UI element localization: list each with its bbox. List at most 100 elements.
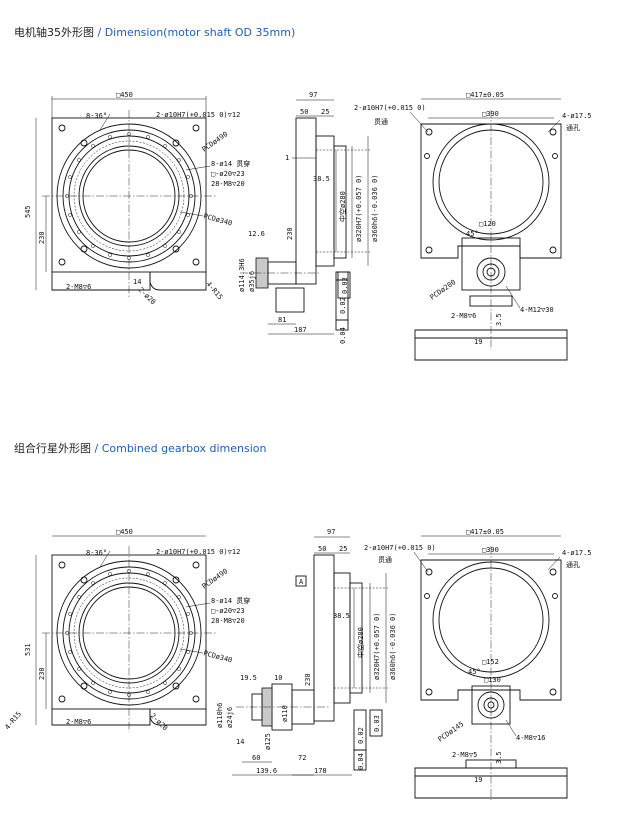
- dim-offset-2: 230: [38, 667, 46, 680]
- dim-50: 50: [300, 108, 308, 116]
- label-cbore2-2: □-ø20▽23: [211, 607, 245, 615]
- label-pin-2: 2-ø10H7(+0.015 0)▽12: [156, 548, 240, 556]
- label-ang-2: 45°: [468, 668, 481, 676]
- label-thru-2: 贯通: [378, 555, 392, 564]
- dim-38-5-2: 38.5: [333, 612, 350, 620]
- dim-130: □130: [484, 676, 501, 684]
- dim-bore-280: 中空ø280: [338, 191, 347, 222]
- dim-38-5: 38.5: [313, 175, 330, 183]
- label-pcd-2: PCDø145: [437, 720, 466, 743]
- dim-bore-280-2: 中空ø280: [356, 627, 365, 658]
- tol-0-03-2: 0.03: [373, 715, 381, 732]
- label-pcd2-2: PCDø340: [202, 649, 233, 664]
- dim-dia110: ø110h6: [216, 703, 224, 728]
- tol-0-02-2: 0.02: [357, 727, 365, 744]
- dim-width: □450: [116, 91, 133, 99]
- section-1-front-view: □450: [24, 91, 250, 306]
- label-hole2: 通孔: [566, 123, 580, 132]
- label-hole: 4-ø17.5: [562, 112, 592, 120]
- label-tap2-2: 2-ø20: [149, 712, 170, 733]
- label-top-pin: 2-ø10H7(+0.015 0): [354, 104, 426, 112]
- dim-height-2: 531: [24, 643, 32, 656]
- dim-od-360: ø360h6(-0.036 0): [371, 175, 379, 242]
- dim-dia110b: ø110: [281, 705, 289, 722]
- dim-height: 545: [24, 205, 32, 218]
- dim-81: 81: [278, 316, 286, 324]
- dim-390: □390: [482, 110, 499, 118]
- dim-dia35: ø35j6: [248, 271, 256, 292]
- dim-178: 178: [314, 767, 327, 775]
- dim-97-2: 97: [327, 528, 335, 536]
- label-cbore2: □-ø20▽23: [211, 170, 245, 178]
- label-pin: 2-ø10H7(+0.015 0)▽12: [156, 111, 240, 119]
- section-2-side-view: 97 50 25 A 38.5 中空ø280 ø320H7(+0.057 0) …: [216, 528, 397, 776]
- section-2-title-zh: 组合行星外形图: [14, 442, 91, 455]
- dim-25-2: 25: [339, 545, 347, 553]
- section-1-title-zh: 电机轴35外形图: [14, 26, 94, 39]
- label-angle-2: 8-36°: [86, 549, 107, 557]
- bolt-ring-holes-2: [65, 569, 193, 697]
- label-edge: 4-R15: [204, 280, 224, 301]
- label-thru: 贯通: [374, 117, 388, 126]
- dim-230-2: 230: [304, 673, 312, 686]
- label-bottom-tap-2: 2-M8▽6: [66, 718, 91, 726]
- label-bottom-tap: 2-M8▽6: [66, 283, 91, 291]
- dim-14: 14: [236, 738, 244, 746]
- dim-1: 1: [285, 154, 289, 162]
- dim-bore-320-2: ø320H7(+0.057 0): [373, 613, 381, 680]
- dim-25: 25: [321, 108, 329, 116]
- label-cbore: 8-ø14 贯穿: [211, 159, 250, 168]
- dim-417: □417±0.05: [466, 91, 504, 99]
- label-tap: 4-M12▽30: [520, 306, 554, 314]
- dim-390-2: □390: [482, 546, 499, 554]
- label-tap: 28-M8▽20: [211, 180, 245, 188]
- datum-a: A: [299, 578, 304, 586]
- dim-19-2: 19: [474, 776, 482, 784]
- dim-3-5: 3.5: [495, 313, 503, 326]
- section-2-title-en: / Combined gearbox dimension: [91, 442, 267, 455]
- dim-offset: 230: [38, 231, 46, 244]
- dim-50-2: 50: [318, 545, 326, 553]
- dim-dia125: ø125: [264, 733, 272, 750]
- dim-139-6: 139.6: [256, 767, 277, 775]
- dim-72: 72: [298, 754, 306, 762]
- label-angle: 8-36°: [86, 112, 107, 120]
- label-hole-2: 4-ø17.5: [562, 549, 592, 557]
- label-pcd1: PCDø490: [201, 130, 230, 153]
- dim-187: 187: [294, 326, 307, 334]
- label-tap2: 2-M8▽6: [451, 312, 476, 320]
- dim-417-2: □417±0.05: [466, 528, 504, 536]
- dim-97: 97: [309, 91, 317, 99]
- section-1-top-view: □417±0.05 □390 2-ø10H7(+0.015 0) 贯通 4-ø1…: [354, 91, 592, 361]
- dim-60: 60: [252, 754, 260, 762]
- dim-152: □152: [482, 658, 499, 666]
- dim-120: □120: [479, 220, 496, 228]
- label-cbore-2: 8-ø14 贯穿: [211, 596, 250, 605]
- label-pcd1-2: PCDø490: [201, 567, 230, 590]
- section-1-title-en: / Dimension(motor shaft OD 35mm): [94, 26, 296, 39]
- section-1-title: 电机轴35外形图 / Dimension(motor shaft OD 35mm…: [14, 24, 295, 40]
- tol-0-04: 0.04: [339, 327, 347, 344]
- section-1-side-view: 97 50 25 1 38.5 中空ø280 ø320H7(+0.057 0) …: [238, 91, 379, 344]
- tol-0-02: 0.02: [339, 297, 347, 314]
- section-2-front-view: □450 531 230 8-36°: [3, 528, 250, 732]
- label-ang: 45°: [466, 230, 479, 238]
- dim-bore-320: ø320H7(+0.057 0): [355, 175, 363, 242]
- dim-19-5: 19.5: [240, 674, 257, 682]
- dim-width-2: □450: [116, 528, 133, 536]
- dim-12-6: 12.6: [248, 230, 265, 238]
- section-2-top-view: □417±0.05 □390 2-ø10H7(+0.015 0) 贯通 4-ø1…: [364, 528, 592, 800]
- label-pcd: PCDø200: [429, 278, 458, 301]
- label-tap-2: 28-M8▽20: [211, 617, 245, 625]
- dim-od-360-2: ø360h6(-0.036 0): [389, 613, 397, 680]
- dim-230: 230: [286, 227, 294, 240]
- bolt-ring-holes: [65, 132, 193, 260]
- label-pcd2: PCDø340: [202, 212, 233, 227]
- dim-dia24: ø24j6: [226, 707, 234, 728]
- dim-3-5-2: 3.5: [495, 751, 503, 764]
- dim-10: 10: [274, 674, 282, 682]
- dim-dia114: ø114.3H6: [238, 258, 246, 292]
- dim-19: 19: [474, 338, 482, 346]
- label-edge-2: 4-R15: [3, 710, 23, 731]
